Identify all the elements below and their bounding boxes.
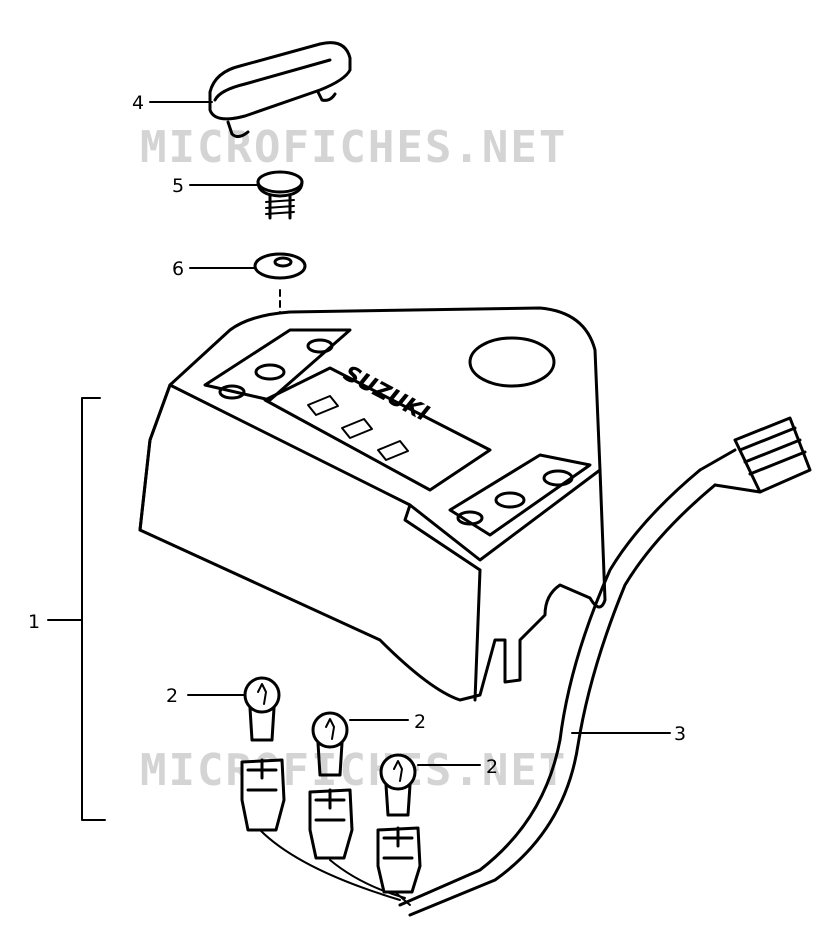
washer-part-6 bbox=[253, 252, 307, 280]
screw-part-5 bbox=[256, 170, 304, 220]
callout-3: 3 bbox=[674, 723, 686, 745]
callout-6: 6 bbox=[172, 258, 184, 280]
callout-2a: 2 bbox=[166, 685, 178, 707]
socket-2 bbox=[308, 788, 354, 860]
wiring-harness-part-3 bbox=[259, 416, 812, 917]
part-1-bracket bbox=[81, 397, 106, 821]
rubber-cap-part-4 bbox=[208, 41, 352, 139]
callout-2c: 2 bbox=[486, 756, 498, 778]
callout-4: 4 bbox=[132, 92, 144, 114]
socket-3 bbox=[376, 826, 422, 894]
callout-5: 5 bbox=[172, 175, 184, 197]
meter-housing bbox=[138, 306, 607, 702]
bulb-1 bbox=[243, 676, 281, 742]
bulb-2 bbox=[311, 711, 349, 777]
callout-1: 1 bbox=[28, 611, 40, 633]
bulb-3 bbox=[379, 753, 417, 817]
watermark-bottom: MICROFICHES.NET bbox=[140, 745, 567, 796]
socket-1 bbox=[240, 758, 286, 832]
watermark-top: MICROFICHES.NET bbox=[140, 122, 567, 173]
callout-2b: 2 bbox=[414, 711, 426, 733]
